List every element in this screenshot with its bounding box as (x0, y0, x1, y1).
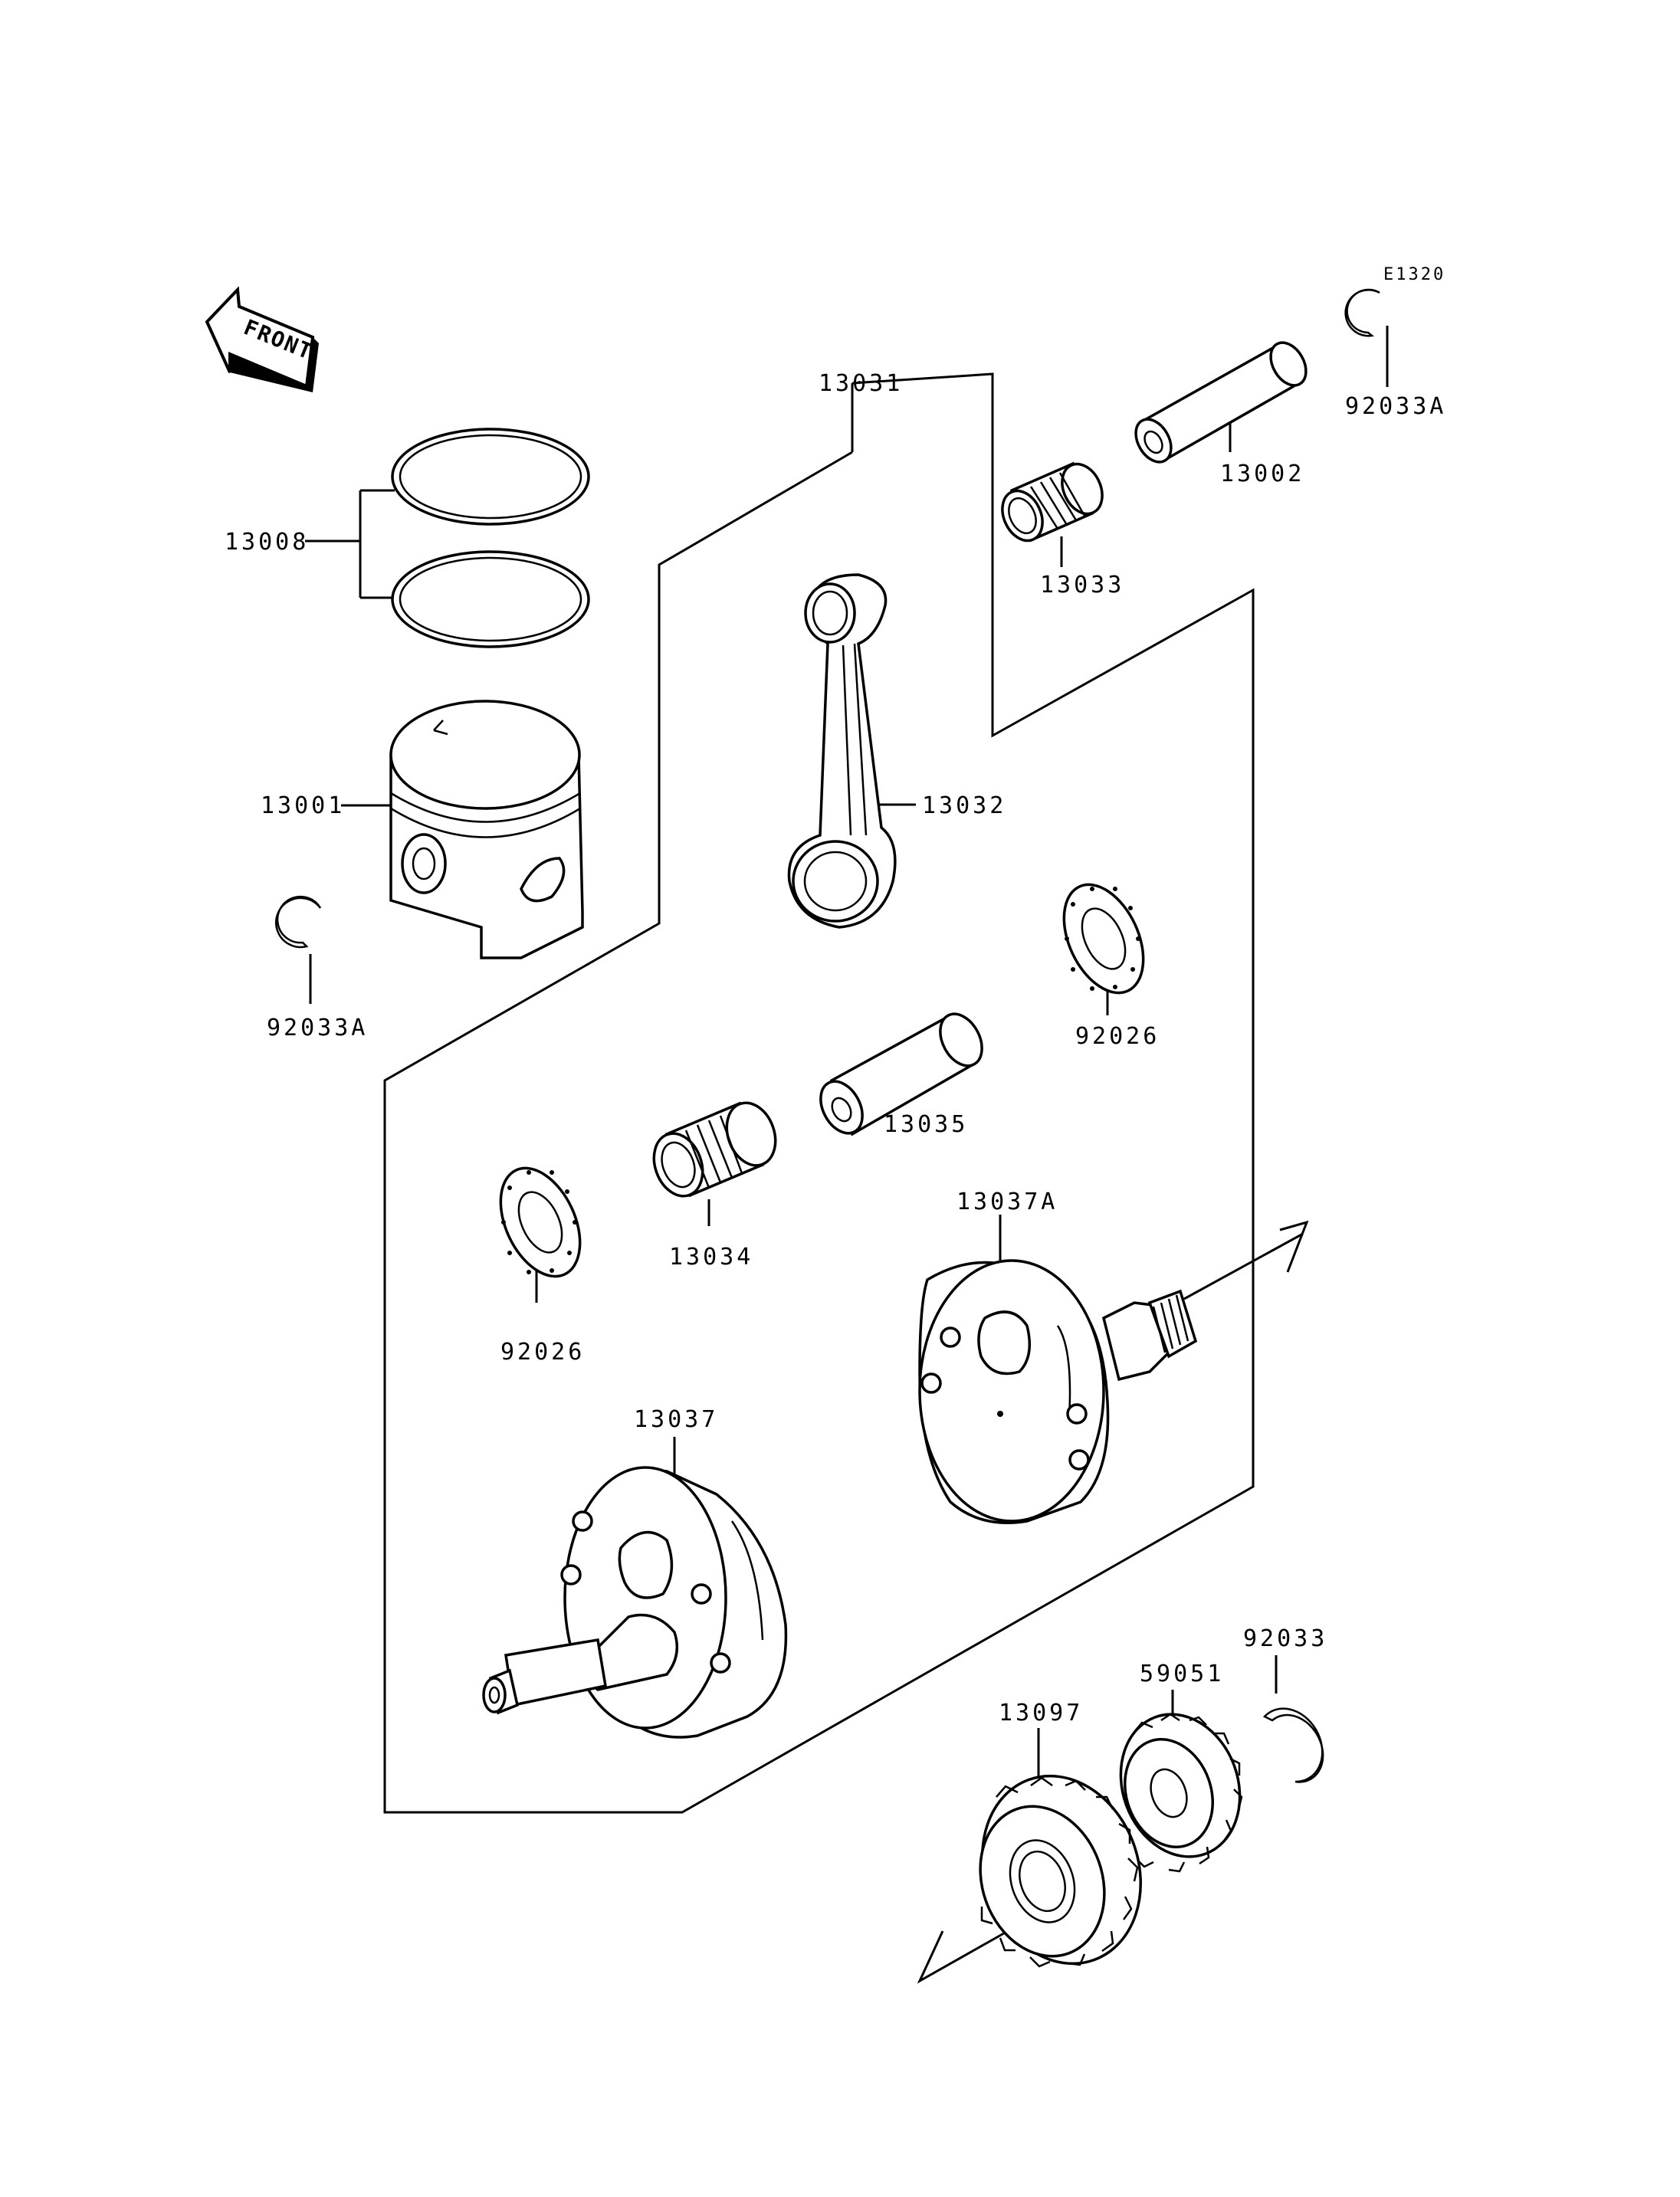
thrust-washer-left (499, 1166, 582, 1278)
label-piston-rings: 13008 (225, 529, 309, 556)
primary-gear (979, 1774, 1142, 1968)
big-end-bearing (652, 1101, 777, 1198)
label-piston-pin-clip-right: 92033A (1345, 393, 1446, 420)
piston-pin-clip-left (275, 895, 322, 949)
label-connecting-rod: 13032 (922, 792, 1006, 819)
piston-rings (391, 428, 590, 648)
diagram-code: E1320 (1383, 265, 1445, 284)
label-flywheel-right: 13037A (956, 1189, 1058, 1215)
small-end-bearing (1001, 461, 1104, 543)
leader-lines (305, 326, 1389, 1984)
label-piston: 13001 (261, 792, 345, 819)
label-piston-pin-clip-left: 92033A (267, 1015, 368, 1041)
label-gear: 59051 (1140, 1661, 1224, 1687)
label-thrust-washer-left: 92026 (500, 1339, 585, 1366)
flywheel-right (918, 1259, 1198, 1524)
label-connecting-rod-assy: 13031 (819, 370, 903, 397)
label-flywheel-left: 13037 (634, 1406, 718, 1433)
label-primary-gear: 13097 (999, 1700, 1083, 1726)
piston-pin (1134, 341, 1308, 464)
front-arrow-icon: FRONT (205, 286, 319, 392)
gear (1104, 1713, 1243, 1873)
piston-pin-clip-right (1344, 288, 1380, 337)
thrust-washer-right (1062, 883, 1145, 995)
part-labels: 92033A 13002 13033 13031 13008 13001 130… (225, 370, 1446, 1726)
crank-pin (819, 1012, 983, 1136)
snap-ring (1262, 1707, 1324, 1783)
label-snap-ring: 92033 (1243, 1625, 1327, 1652)
connecting-rod-assy-outline (383, 372, 1255, 1814)
flywheel-left (482, 1466, 788, 1739)
label-big-end-bearing: 13034 (669, 1244, 753, 1271)
connecting-rod (787, 573, 897, 929)
label-thrust-washer-right: 92026 (1075, 1023, 1160, 1050)
label-small-end-bearing: 13033 (1040, 572, 1124, 598)
label-crank-pin: 13035 (884, 1111, 968, 1138)
label-piston-pin: 13002 (1220, 461, 1304, 487)
piston (389, 700, 584, 959)
